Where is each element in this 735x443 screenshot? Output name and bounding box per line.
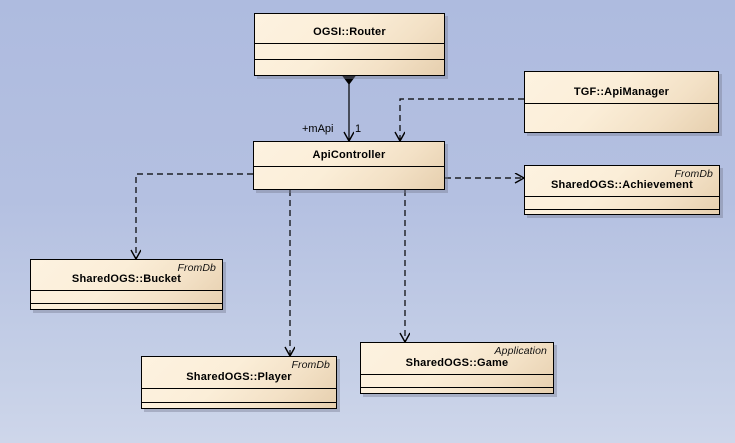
edge-router-to-apicontroller: [342, 67, 356, 141]
class-box-ogsi-router[interactable]: OGSI::Router: [254, 13, 445, 76]
class-stereotype: FromDb: [177, 262, 216, 274]
class-attributes-compartment: [525, 196, 719, 209]
class-attributes-compartment: [525, 103, 718, 132]
association-role-label: +mApi: [302, 123, 334, 135]
class-name-cell: OGSI::Router: [255, 14, 444, 43]
class-operations-compartment: [142, 402, 336, 407]
class-stereotype: FromDb: [291, 359, 330, 371]
class-operations-compartment: [255, 59, 444, 75]
class-stereotype: Application: [494, 345, 547, 357]
class-name-cell: ApiController: [254, 142, 444, 166]
class-operations-compartment: [361, 387, 553, 392]
class-name-cell: FromDb SharedOGS::Bucket: [31, 260, 222, 290]
class-name-cell: Application SharedOGS::Game: [361, 343, 553, 374]
class-name: SharedOGS::Player: [186, 371, 292, 383]
class-name: SharedOGS::Achievement: [551, 179, 693, 191]
class-name: OGSI::Router: [313, 26, 386, 38]
class-name: ApiController: [312, 149, 386, 161]
class-name-cell: FromDb SharedOGS::Player: [142, 357, 336, 388]
class-attributes-compartment: [255, 43, 444, 59]
class-name: TGF::ApiManager: [573, 86, 670, 98]
class-box-sharedogs-game[interactable]: Application SharedOGS::Game: [360, 342, 554, 394]
class-box-tgf-apimanager[interactable]: TGF::ApiManager: [524, 71, 719, 133]
class-box-sharedogs-player[interactable]: FromDb SharedOGS::Player: [141, 356, 337, 409]
class-name: SharedOGS::Bucket: [71, 273, 182, 285]
class-stereotype: FromDb: [674, 168, 713, 180]
class-name: SharedOGS::Game: [405, 357, 509, 369]
class-name-cell: TGF::ApiManager: [525, 72, 718, 103]
class-box-sharedogs-achievement[interactable]: FromDb SharedOGS::Achievement: [524, 165, 720, 215]
class-attributes-compartment: [361, 374, 553, 387]
association-multiplicity-label: 1: [355, 123, 362, 135]
edge-apimanager-to-apicontroller: [400, 98, 524, 141]
class-box-apicontroller[interactable]: ApiController: [253, 141, 445, 190]
class-box-sharedogs-bucket[interactable]: FromDb SharedOGS::Bucket: [30, 259, 223, 310]
edge-apicontroller-to-bucket: [136, 173, 253, 259]
class-name-cell: FromDb SharedOGS::Achievement: [525, 166, 719, 196]
class-attributes-compartment: [31, 290, 222, 303]
class-operations-compartment: [525, 209, 719, 214]
class-operations-compartment: [31, 303, 222, 308]
class-attributes-compartment: [142, 388, 336, 402]
class-attributes-compartment: [254, 166, 444, 189]
